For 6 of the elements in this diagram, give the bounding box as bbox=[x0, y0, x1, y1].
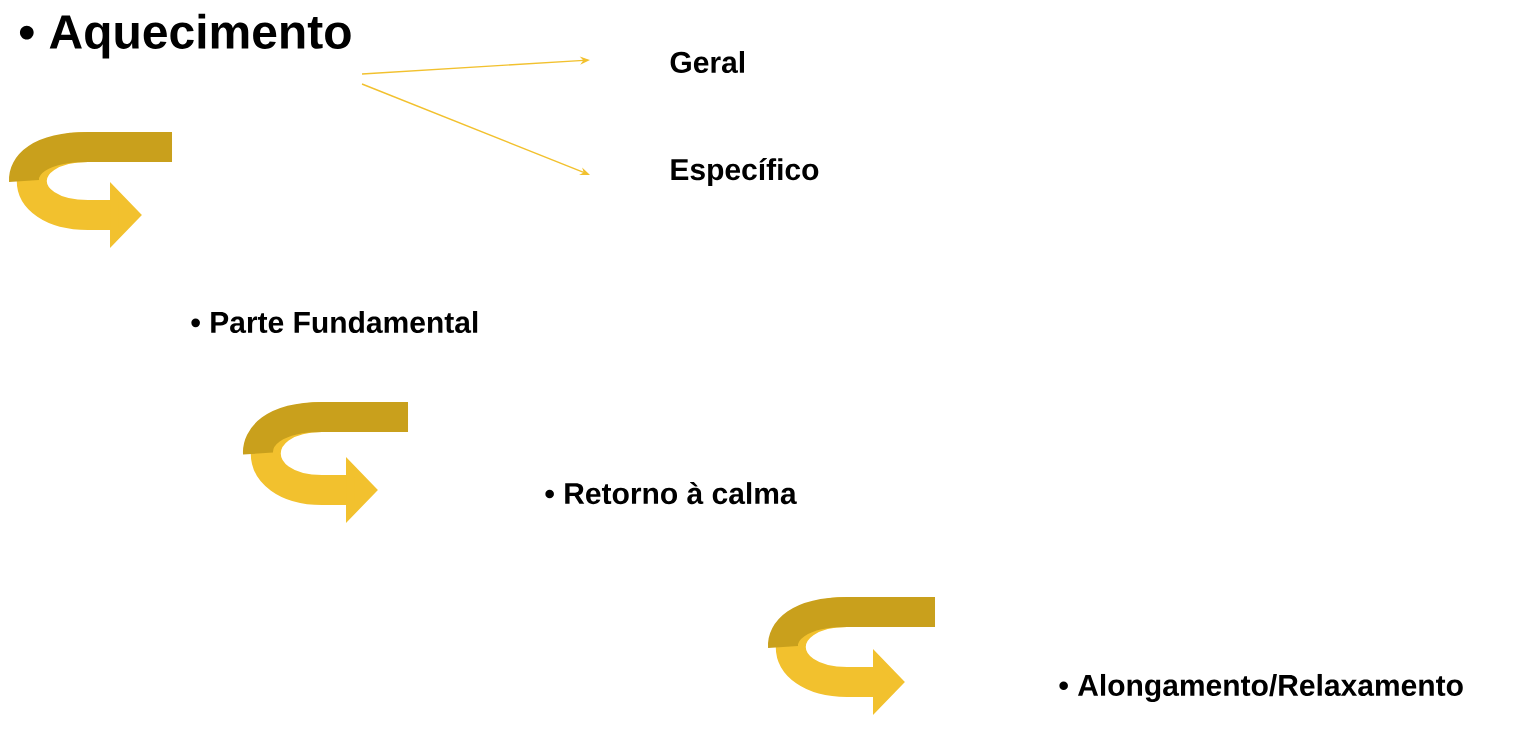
text-label: • Alongamento/Relaxamento bbox=[1059, 673, 1463, 703]
text-label: • Aquecimento bbox=[19, 13, 351, 59]
text-label: • Parte Fundamental bbox=[191, 311, 478, 333]
text-label: Específico bbox=[671, 157, 819, 187]
text-label: Geral bbox=[670, 51, 744, 73]
text-label: • Retorno à calma bbox=[545, 481, 797, 505]
